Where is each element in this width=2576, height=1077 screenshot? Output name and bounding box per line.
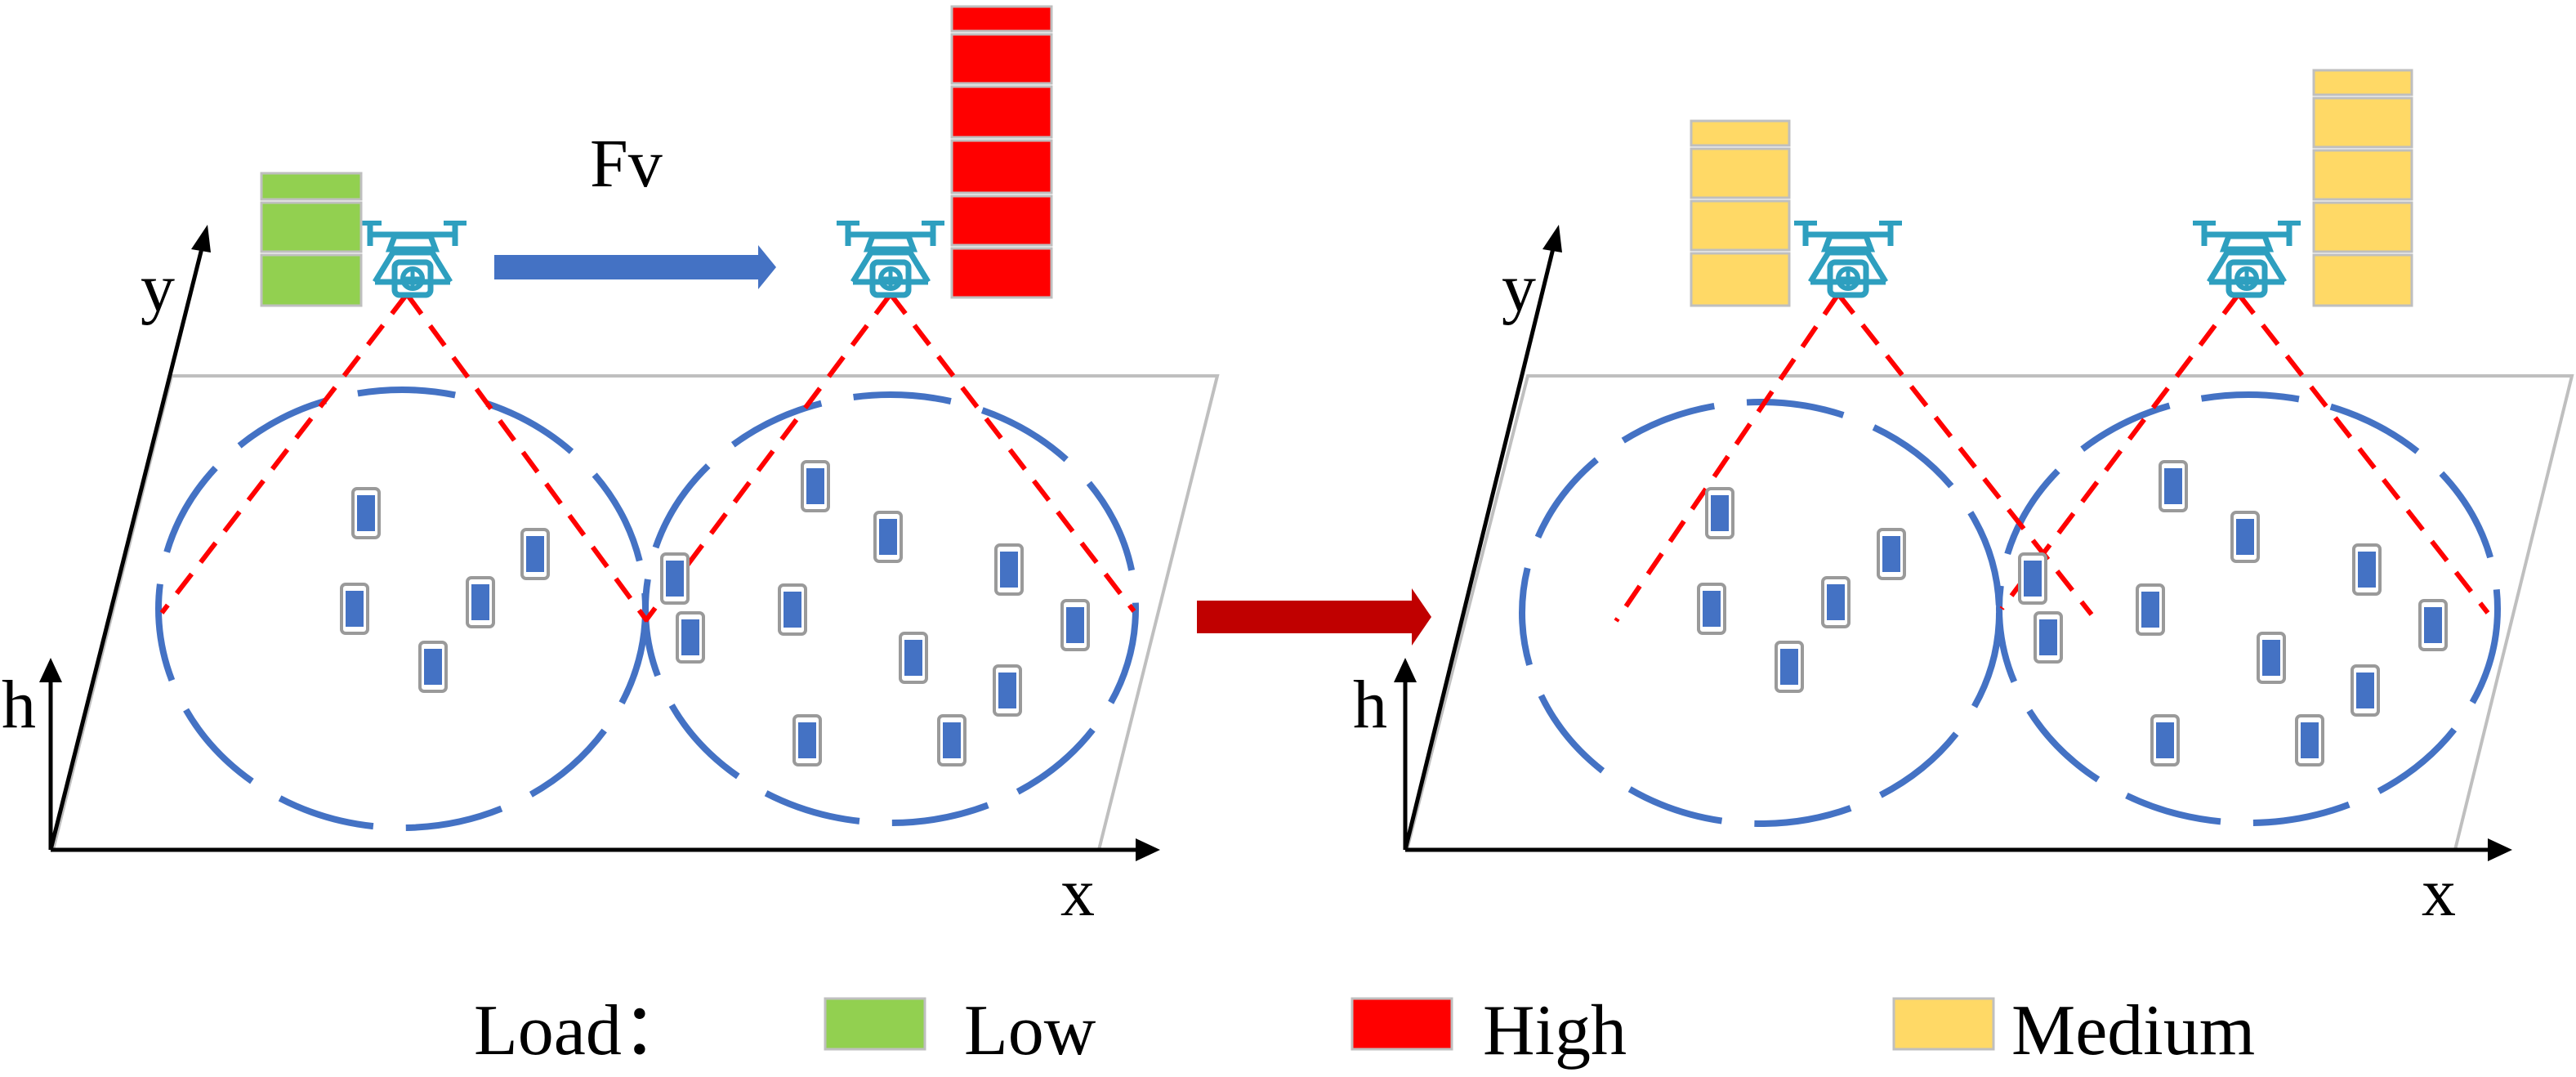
legend-swatch-medium [1892,997,1995,1051]
axes [1394,225,2512,861]
legend: Load： Low High Medium [474,991,2255,1070]
smartphone-icon [1821,576,1851,628]
smartphone-icon [2295,714,2324,766]
smartphone-icon [873,511,903,563]
smartphone-icon [2150,714,2180,766]
drone-icon [1794,223,1902,295]
load-bar-high [950,5,1053,299]
smartphone-icon [520,528,550,580]
smartphone-icon [676,611,705,664]
legend-swatch-high [1351,997,1453,1051]
smartphone-icon [993,664,1022,717]
smartphone-icon [2018,552,2047,605]
smartphone-icon [1060,599,1090,651]
smartphone-icon [899,632,928,684]
legend-label-low: Low [964,991,1096,1070]
smartphone-icon [660,552,690,605]
legend-title: Load： [474,991,694,1070]
smartphone-icon [2136,583,2165,636]
transition-arrow [1197,588,1431,646]
smartphone-icon [1697,583,1726,635]
smartphone-icon [340,583,369,635]
panel-after: y h x [1353,69,2574,931]
smartphone-icon [2034,611,2063,664]
legend-label-high: High [1483,991,1627,1070]
smartphone-icon [351,487,381,539]
axis-label-x: x [1060,855,1095,931]
coverage-area [1996,391,2501,826]
drone-icon [837,223,944,295]
migration-arrow [494,245,776,289]
axis-label-x: x [2422,855,2456,931]
smartphone-icon [778,583,807,636]
smartphone-icon [2159,460,2188,512]
smartphone-icon [1877,528,1906,580]
load-bar-medium [2312,69,2413,307]
smartphone-icon [2418,599,2448,651]
coverage-area [1519,399,2002,827]
smartphone-icon [466,576,495,628]
panel-before: y h x [2,5,1220,931]
coverage-area [155,387,649,831]
user-devices [340,460,1090,766]
smartphone-icon [1705,487,1734,539]
drone-icon [359,223,467,295]
smartphone-icon [418,641,448,693]
axis-label-y: y [141,250,175,326]
smartphone-icon [994,543,1024,596]
flow-label: Fv [590,126,663,202]
axes [39,225,1160,861]
axis-label-y: y [1502,250,1536,326]
axis-label-h: h [2,667,36,743]
legend-swatch-low [824,997,926,1051]
coverage-area [642,391,1139,826]
smartphone-icon [2352,543,2382,596]
smartphone-icon [2257,632,2286,684]
smartphone-icon [937,714,967,766]
smartphone-icon [2230,511,2260,563]
axis-label-h: h [1353,667,1387,743]
load-bar-medium [1690,119,1791,307]
legend-label-medium: Medium [2011,991,2255,1070]
smartphone-icon [2351,664,2380,717]
smartphone-icon [792,714,822,766]
smartphone-icon [801,460,830,512]
load-bar-low [260,172,363,307]
user-devices [1697,460,2448,766]
drone-icon [2193,223,2301,295]
smartphone-icon [1775,641,1804,693]
uav-beams [159,293,1136,623]
